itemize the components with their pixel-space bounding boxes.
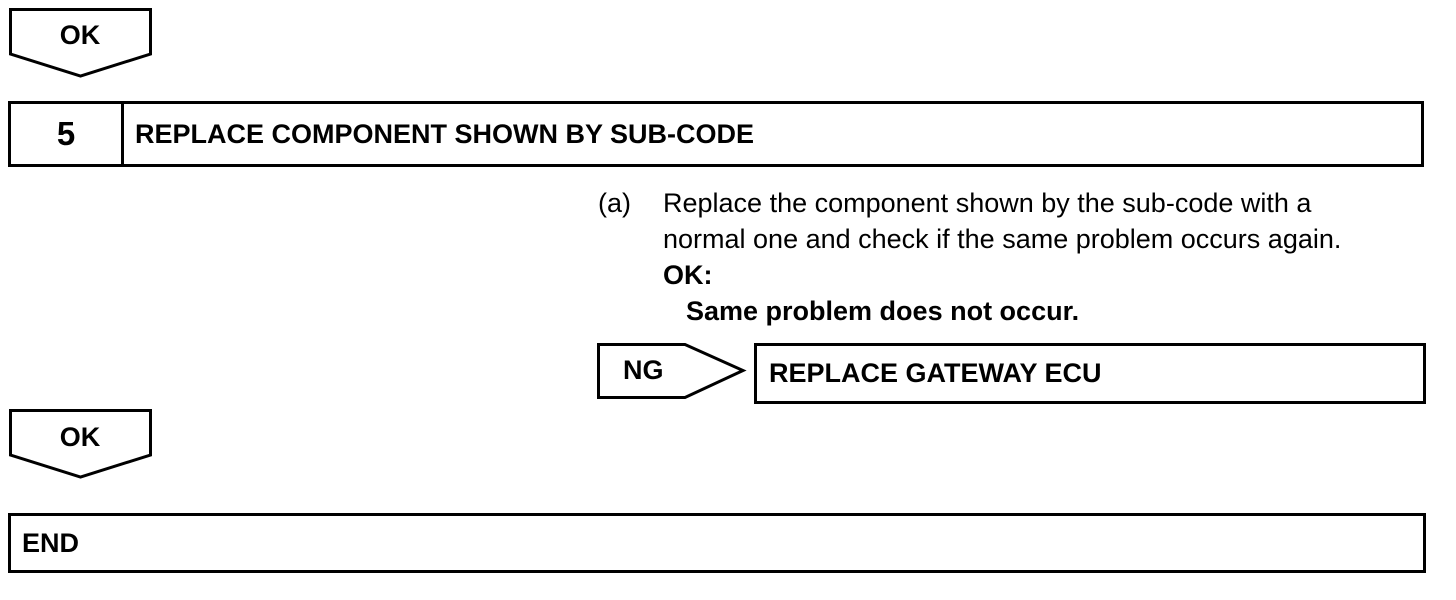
ok-result-label-bottom: OK [59,422,101,452]
ok-result-label-top: OK [59,20,101,50]
ng-label: NG [623,355,664,385]
instruction-line-1: Replace the component shown by the sub-c… [663,188,1312,218]
step-title: REPLACE COMPONENT SHOWN BY SUB-CODE [135,118,755,149]
step-number: 5 [11,104,124,164]
ok-condition-label: OK: [663,260,713,290]
ng-action-text: REPLACE GATEWAY ECU [769,358,1102,388]
step-header: 5 REPLACE COMPONENT SHOWN BY SUB-CODE [8,101,1424,167]
ok-result-shape-bottom [9,409,152,479]
end-box: END [8,513,1426,573]
ng-arrow-shape [597,343,747,399]
ok-result-shape-top [9,8,152,78]
instruction-marker: (a) [598,188,631,218]
instruction-line-2: normal one and check if the same problem… [663,224,1342,254]
ok-condition-text: Same problem does not occur. [686,296,1080,326]
end-label: END [22,527,80,558]
ng-action-box: REPLACE GATEWAY ECU [754,343,1426,404]
